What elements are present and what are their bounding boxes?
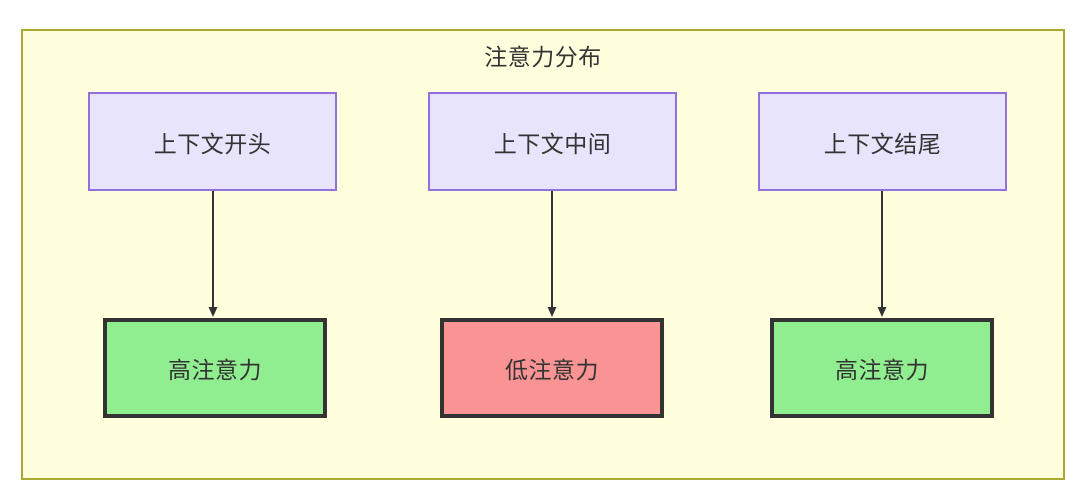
node-context-end[interactable]: 上下文结尾 [758,92,1007,191]
node-attention-high-start[interactable]: 高注意力 [103,318,327,418]
node-context-start[interactable]: 上下文开头 [88,92,337,191]
subgraph-title: 注意力分布 [484,44,602,70]
node-attention-low-middle[interactable]: 低注意力 [440,318,664,418]
node-attention-high-end[interactable]: 高注意力 [770,318,994,418]
node-context-middle[interactable]: 上下文中间 [428,92,677,191]
